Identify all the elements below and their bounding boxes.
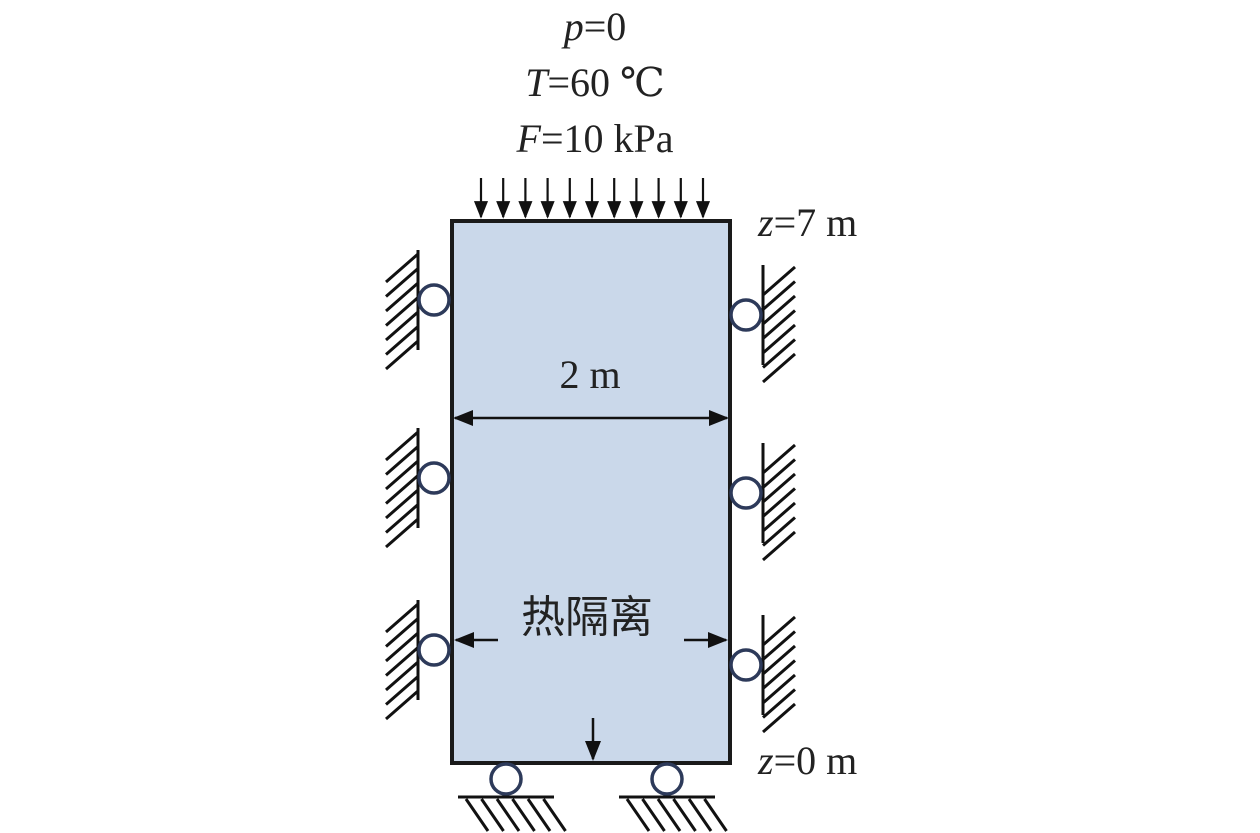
- roller-circle-icon: [417, 461, 451, 495]
- roller-circle-icon: [417, 283, 451, 317]
- wall-hatch-line: [385, 339, 419, 371]
- width-dimension-label: 2 m: [559, 352, 620, 397]
- temperature-label: T=60 ℃: [525, 60, 665, 105]
- right-roller-support-icon: [729, 443, 796, 562]
- bottom-roller-support-icon: [619, 762, 728, 832]
- wall-hatch-line: [385, 267, 419, 298]
- wall-hatch-line: [385, 675, 419, 706]
- wall-hatch-line: [762, 530, 796, 562]
- wall-hatch-line: [385, 325, 419, 356]
- right-roller-support-icon: [729, 265, 796, 384]
- wall-hatch-line: [385, 488, 419, 520]
- wall-hatch-line: [762, 644, 796, 676]
- wall-hatch-line: [762, 501, 796, 533]
- roller-supports: [385, 250, 796, 832]
- ground-hatch-line: [641, 798, 666, 832]
- wall-hatch-line: [762, 688, 796, 719]
- left-roller-support-icon: [385, 600, 451, 721]
- ground-hatch-line: [480, 798, 505, 832]
- wall-hatch-line: [762, 702, 796, 734]
- pressure-label: p=0: [561, 4, 627, 49]
- wall-hatch-line: [762, 615, 796, 647]
- wall-hatch-line: [385, 474, 419, 505]
- wall-hatch-line: [385, 602, 419, 634]
- wall-hatch-line: [762, 323, 796, 355]
- wall-hatch-line: [385, 310, 419, 342]
- wall-hatch-line: [385, 646, 419, 677]
- bottom-roller-support-icon: [458, 762, 567, 832]
- wall-hatch-line: [385, 430, 419, 462]
- bottom-elevation-label: z=0 m: [757, 738, 857, 783]
- thermal-insulation-label: 热隔离: [521, 593, 653, 642]
- wall-hatch-line: [385, 660, 419, 692]
- wall-hatch-line: [385, 281, 419, 313]
- wall-hatch-line: [385, 445, 419, 476]
- wall-hatch-line: [762, 659, 796, 690]
- ground-hatch-line: [687, 798, 713, 832]
- distributed-load-arrows: [473, 178, 711, 219]
- wall-hatch-line: [762, 294, 796, 326]
- wall-hatch-line: [762, 673, 796, 705]
- wall-hatch-line: [385, 252, 419, 284]
- wall-hatch-line: [762, 472, 796, 504]
- ground-hatch-line: [526, 798, 552, 832]
- wall-hatch-line: [762, 516, 796, 547]
- load-label: F=10 kPa: [516, 116, 674, 161]
- ground-hatch-line: [656, 798, 682, 832]
- wall-hatch-line: [762, 280, 796, 311]
- wall-hatch-line: [762, 630, 796, 661]
- wall-hatch-line: [762, 487, 796, 518]
- ground-hatch-line: [672, 798, 697, 832]
- ground-hatch-line: [511, 798, 536, 832]
- wall-hatch-line: [762, 352, 796, 384]
- wall-hatch-line: [762, 338, 796, 369]
- wall-hatch-line: [385, 517, 419, 549]
- top-elevation-label: z=7 m: [757, 200, 857, 245]
- wall-hatch-line: [762, 443, 796, 475]
- right-roller-support-icon: [729, 615, 796, 734]
- wall-hatch-line: [385, 459, 419, 491]
- roller-circle-icon: [489, 762, 523, 796]
- soil-domain: [450, 219, 732, 765]
- roller-circle-icon: [417, 633, 451, 667]
- wall-hatch-line: [385, 631, 419, 663]
- wall-hatch-line: [385, 617, 419, 648]
- ground-hatch-line: [464, 798, 490, 832]
- left-roller-support-icon: [385, 250, 451, 371]
- ground-hatch-line: [495, 798, 521, 832]
- ground-hatch-line: [703, 798, 728, 832]
- left-roller-support-icon: [385, 428, 451, 549]
- wall-hatch-line: [385, 296, 419, 327]
- roller-circle-icon: [729, 476, 763, 510]
- wall-hatch-line: [762, 309, 796, 340]
- wall-hatch-line: [385, 689, 419, 721]
- wall-hatch-line: [762, 265, 796, 297]
- ground-hatch-line: [625, 798, 651, 832]
- roller-circle-icon: [650, 762, 684, 796]
- wall-hatch-line: [762, 458, 796, 489]
- roller-circle-icon: [729, 648, 763, 682]
- ground-hatch-line: [542, 798, 567, 832]
- roller-circle-icon: [729, 298, 763, 332]
- wall-hatch-line: [385, 503, 419, 534]
